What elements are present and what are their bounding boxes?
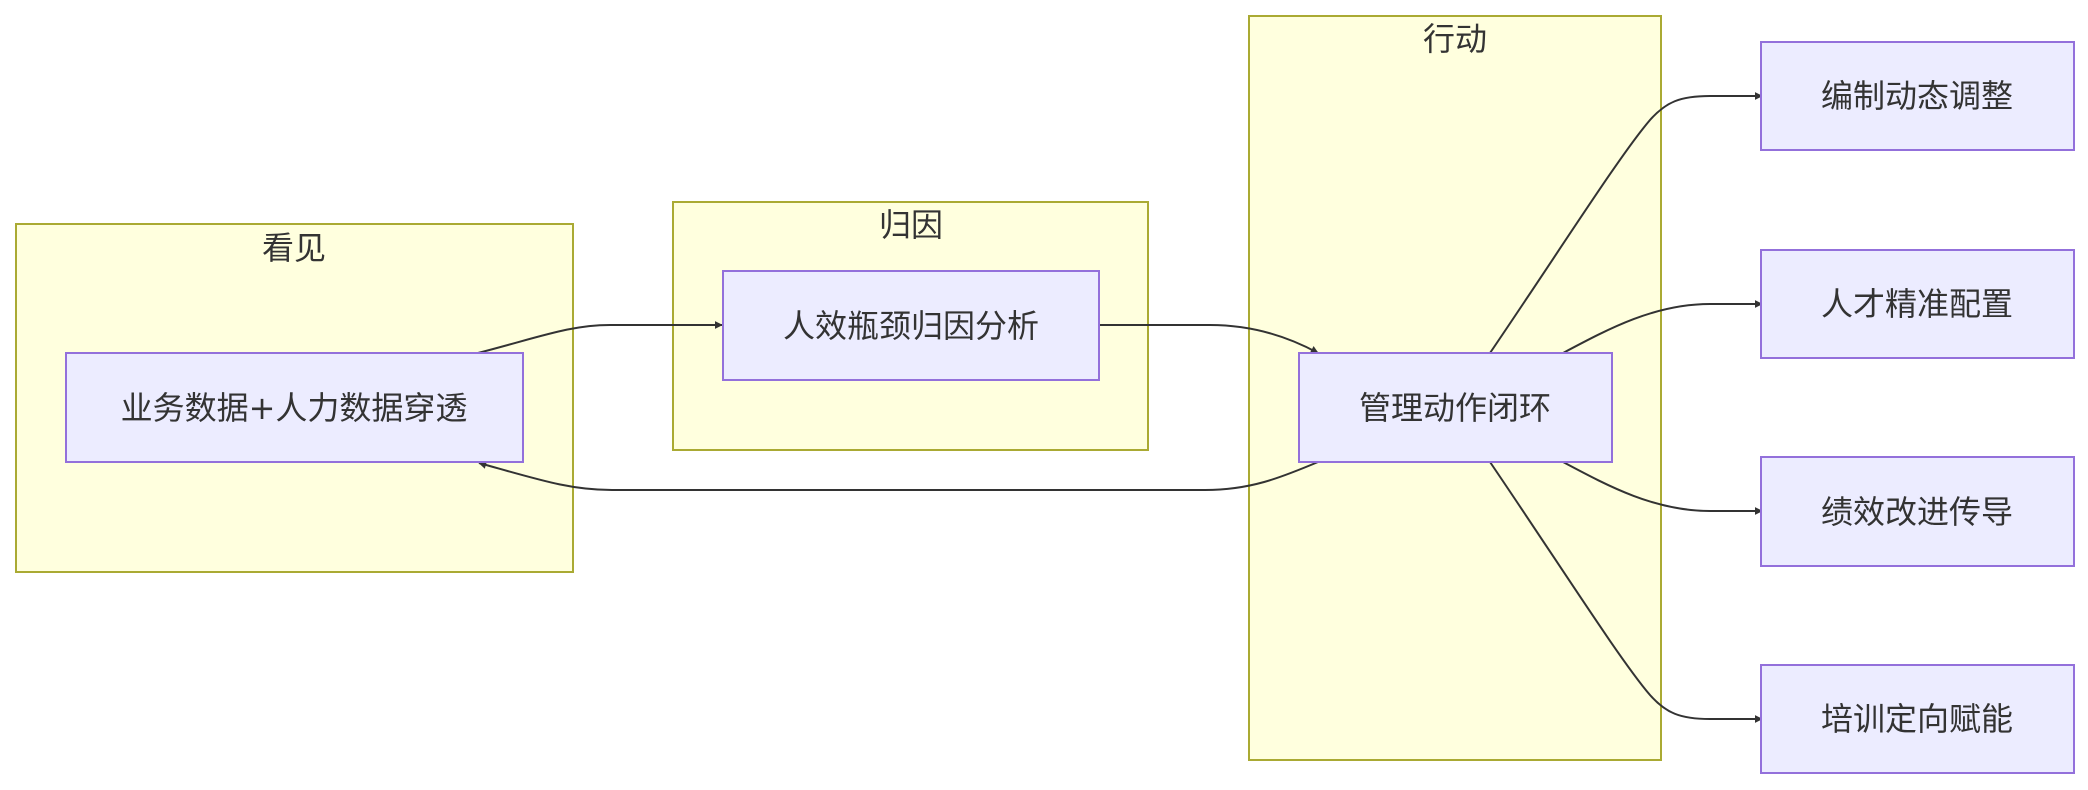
node-performance-improve[interactable]: 绩效改进传导	[1760, 456, 2075, 567]
edge-loop-to-performance	[1562, 461, 1763, 515]
node-headcount-adjust-box[interactable]	[1760, 41, 2075, 151]
node-management-loop[interactable]: 管理动作闭环	[1298, 352, 1613, 463]
node-bottleneck-analysis-box[interactable]	[722, 270, 1100, 381]
edge-loop-to-headcount	[1489, 92, 1763, 354]
edge-analysis-to-loop	[1099, 324, 1319, 354]
node-data-penetration[interactable]: 业务数据+人力数据穿透	[65, 352, 524, 463]
edges	[477, 92, 1763, 723]
edge-loop-to-training	[1489, 461, 1763, 723]
node-talent-allocation[interactable]: 人才精准配置	[1760, 249, 2075, 359]
node-performance-improve-box[interactable]	[1760, 456, 2075, 567]
node-bottleneck-analysis[interactable]: 人效瓶颈归因分析	[722, 270, 1100, 381]
node-management-loop-box[interactable]	[1298, 352, 1613, 463]
node-training-enable[interactable]: 培训定向赋能	[1760, 664, 2075, 774]
cluster-action-label: 行动	[1423, 20, 1487, 58]
node-talent-allocation-box[interactable]	[1760, 249, 2075, 359]
cluster-attribute-label: 归因	[879, 206, 943, 244]
edge-loop-to-data	[478, 461, 1319, 491]
edge-loop-to-talent	[1562, 300, 1763, 354]
node-data-penetration-box[interactable]	[65, 352, 524, 463]
cluster-see-label: 看见	[262, 229, 326, 267]
node-headcount-adjust[interactable]: 编制动态调整	[1760, 41, 2075, 151]
edge-data-to-analysis	[477, 321, 723, 354]
node-training-enable-box[interactable]	[1760, 664, 2075, 774]
